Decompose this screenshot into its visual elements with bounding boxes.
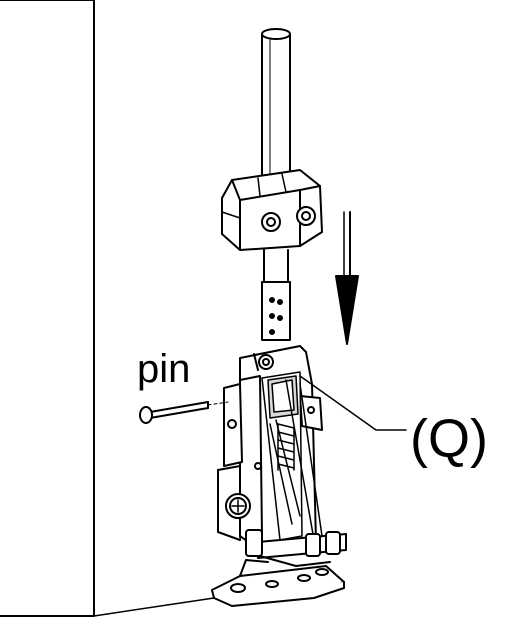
bracket-screw	[225, 462, 262, 519]
lower-shaft	[261, 249, 291, 341]
part-q-leader	[299, 375, 407, 431]
roller-assembly	[245, 529, 347, 567]
cabinet-panel	[0, 0, 215, 617]
latch-plates	[261, 371, 323, 541]
pin	[139, 401, 229, 424]
base-plate	[211, 559, 345, 607]
part-q-label: (Q)	[410, 409, 488, 469]
vertical-rod	[261, 28, 291, 191]
pin-label: pin	[137, 347, 191, 391]
rod-coupler	[221, 169, 323, 251]
spring	[277, 423, 295, 471]
down-arrow-icon	[335, 211, 359, 345]
